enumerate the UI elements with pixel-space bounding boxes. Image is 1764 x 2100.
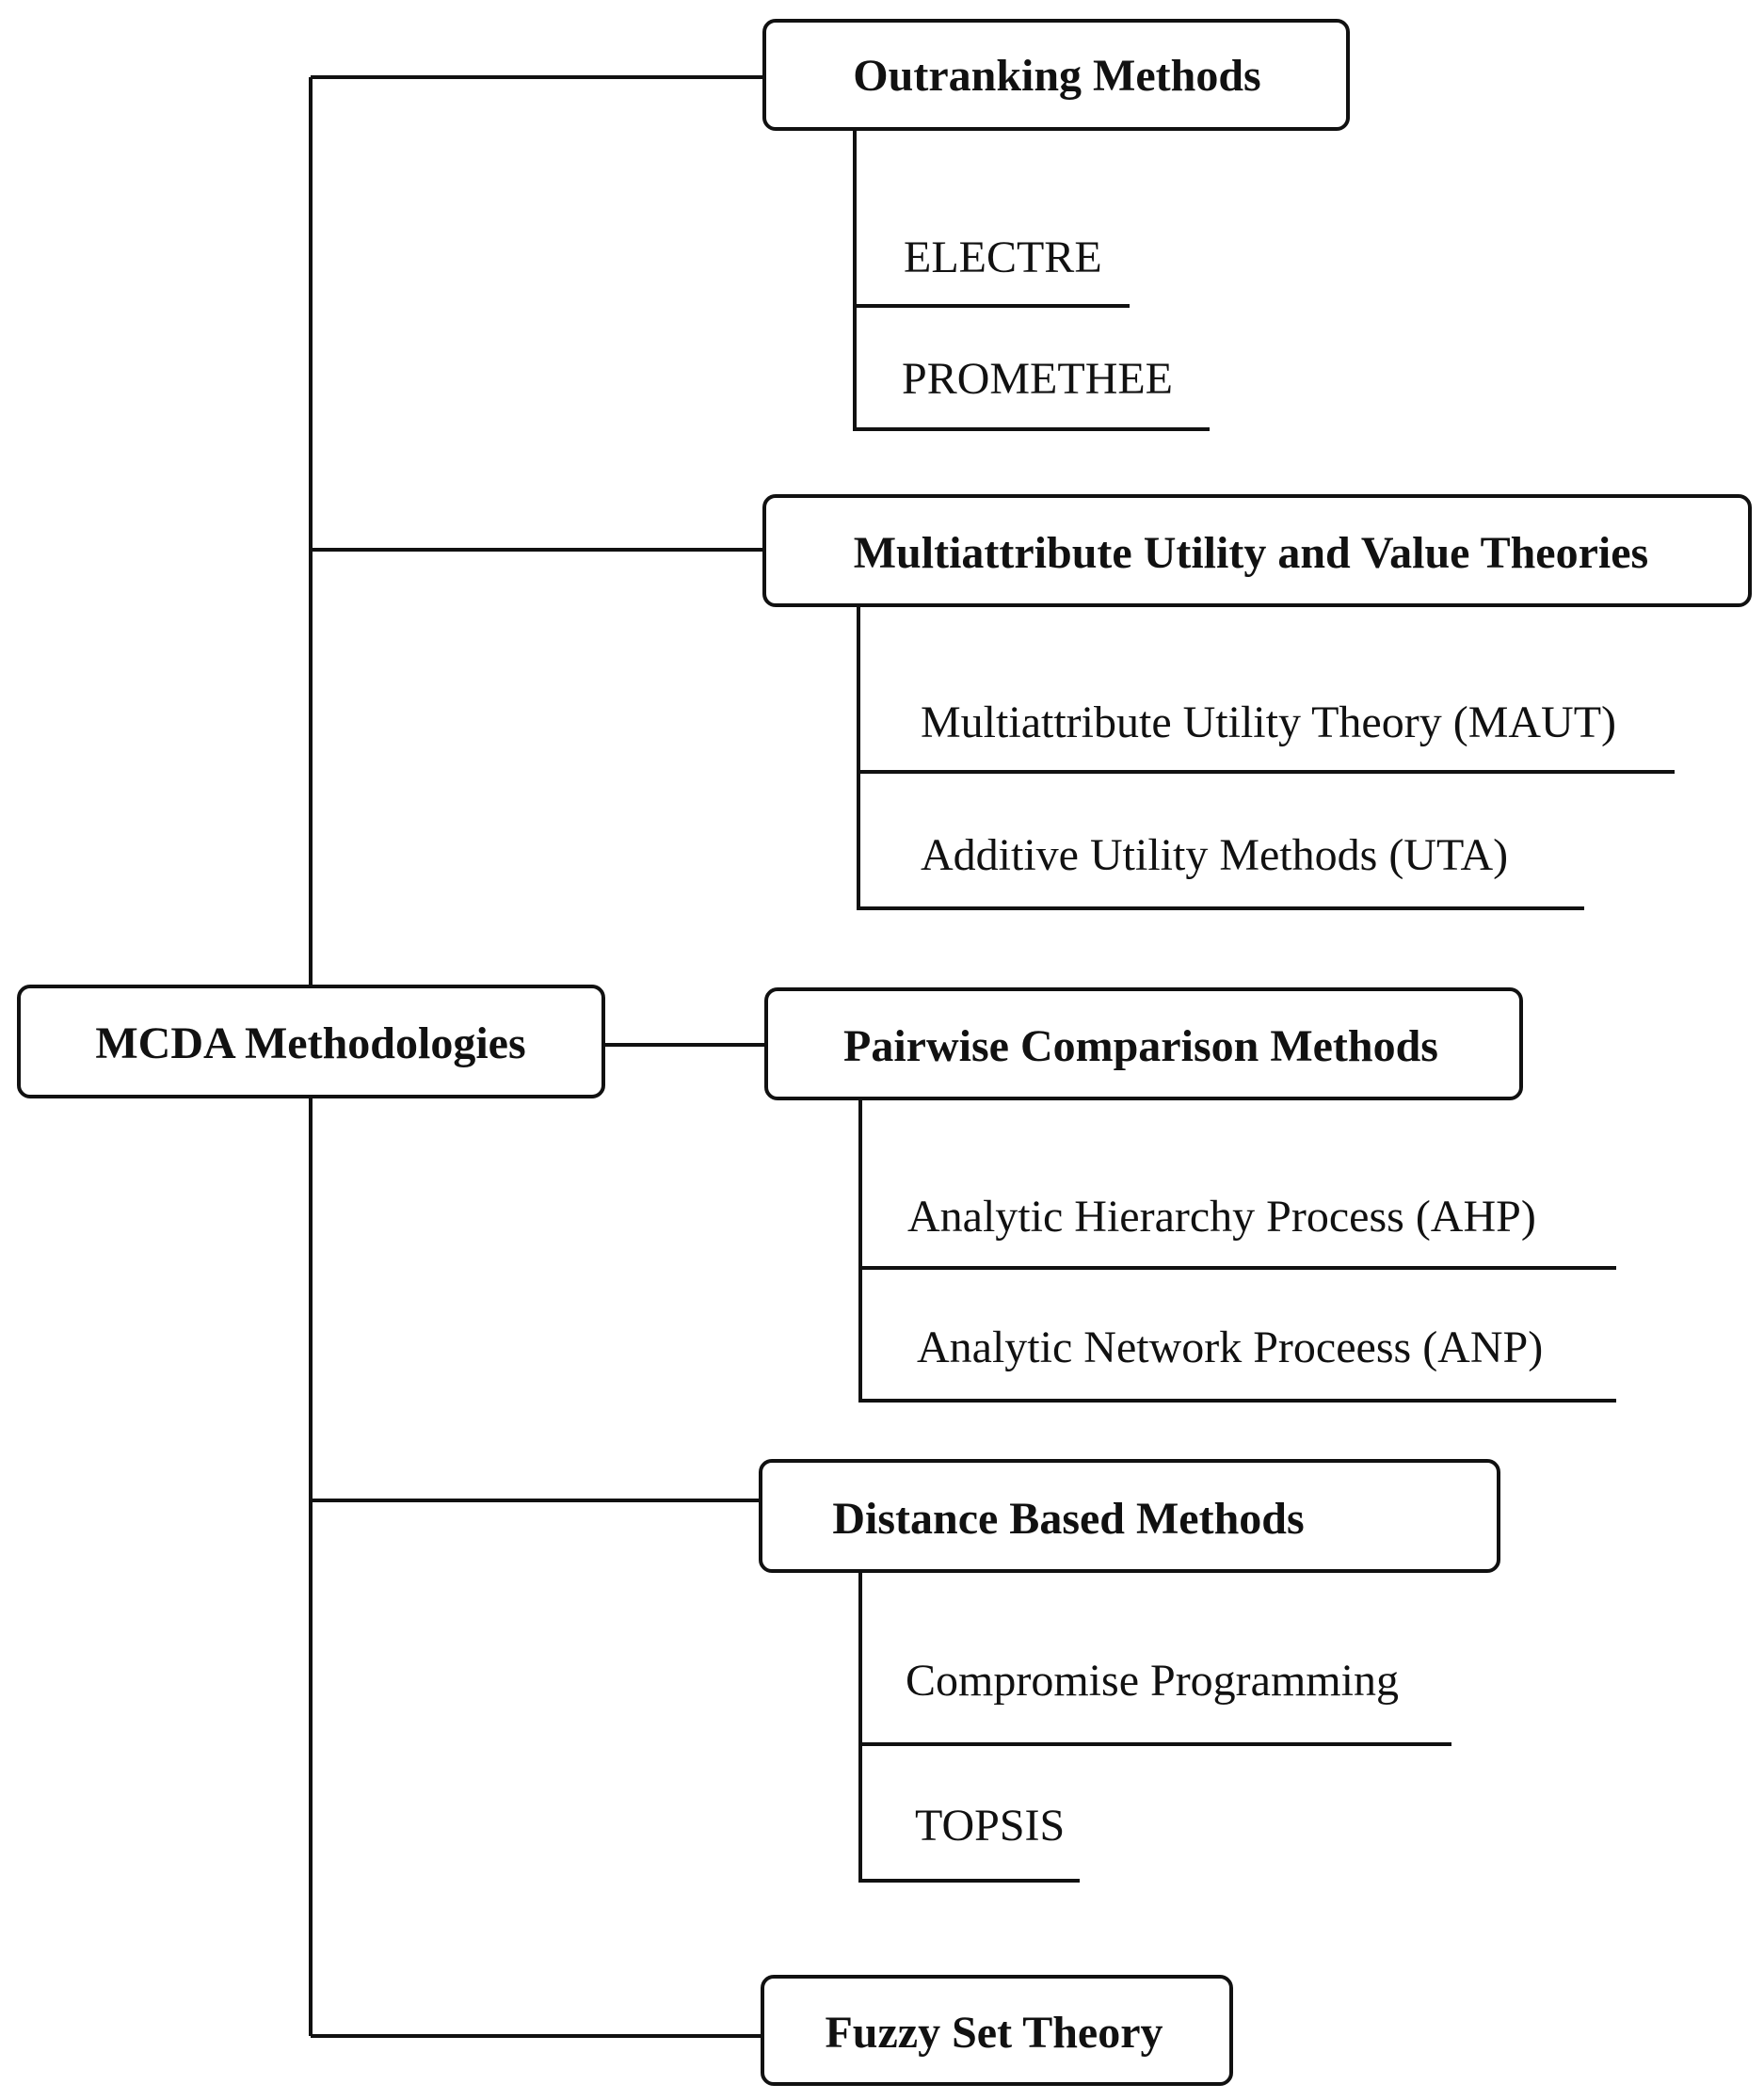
- category-label: Fuzzy Set Theory: [825, 2008, 1163, 2058]
- method-label-promethee: PROMETHEE: [902, 354, 1173, 404]
- connector-lines: [309, 75, 1675, 2038]
- method-leaves: ELECTRE PROMETHEE Multiattribute Utility…: [902, 232, 1616, 1851]
- method-label-ahp: Analytic Hierarchy Process (AHP): [907, 1192, 1536, 1242]
- method-label-maut: Multiattribute Utility Theory (MAUT): [921, 697, 1616, 747]
- category-box: [762, 19, 1350, 131]
- method-label-topsis: TOPSIS: [915, 1801, 1065, 1851]
- category-label: Distance Based Methods: [832, 1494, 1304, 1544]
- root-label: MCDA Methodologies: [95, 1018, 525, 1068]
- category-label: Outranking Methods: [853, 51, 1260, 101]
- category-box: [761, 1975, 1233, 2086]
- category-box: [759, 1459, 1500, 1573]
- branch-distance: [858, 1571, 1080, 1883]
- method-label-compromise: Compromise Programming: [906, 1656, 1399, 1706]
- method-label-anp: Analytic Network Proceess (ANP): [917, 1323, 1543, 1372]
- branch-outranking: [853, 129, 1210, 431]
- category-node-utility: Multiattribute Utility and Value Theorie…: [762, 494, 1752, 607]
- branch-pairwise: [858, 1098, 1616, 1403]
- category-node-outranking: Outranking Methods: [762, 19, 1350, 131]
- category-node-fuzzy: Fuzzy Set Theory: [761, 1975, 1233, 2086]
- category-box: [762, 494, 1752, 607]
- category-label: Multiattribute Utility and Value Theorie…: [854, 528, 1648, 578]
- method-label-uta: Additive Utility Methods (UTA): [921, 830, 1508, 880]
- root-node: MCDA Methodologies: [17, 985, 605, 1098]
- root-box: [17, 985, 605, 1098]
- category-node-pairwise: Pairwise Comparison Methods: [764, 987, 1523, 1100]
- category-node-distance: Distance Based Methods: [759, 1459, 1500, 1573]
- category-box: [764, 987, 1523, 1100]
- branch-utility: [857, 605, 1584, 910]
- category-label: Pairwise Comparison Methods: [843, 1021, 1438, 1071]
- method-label-electre: ELECTRE: [904, 232, 1102, 282]
